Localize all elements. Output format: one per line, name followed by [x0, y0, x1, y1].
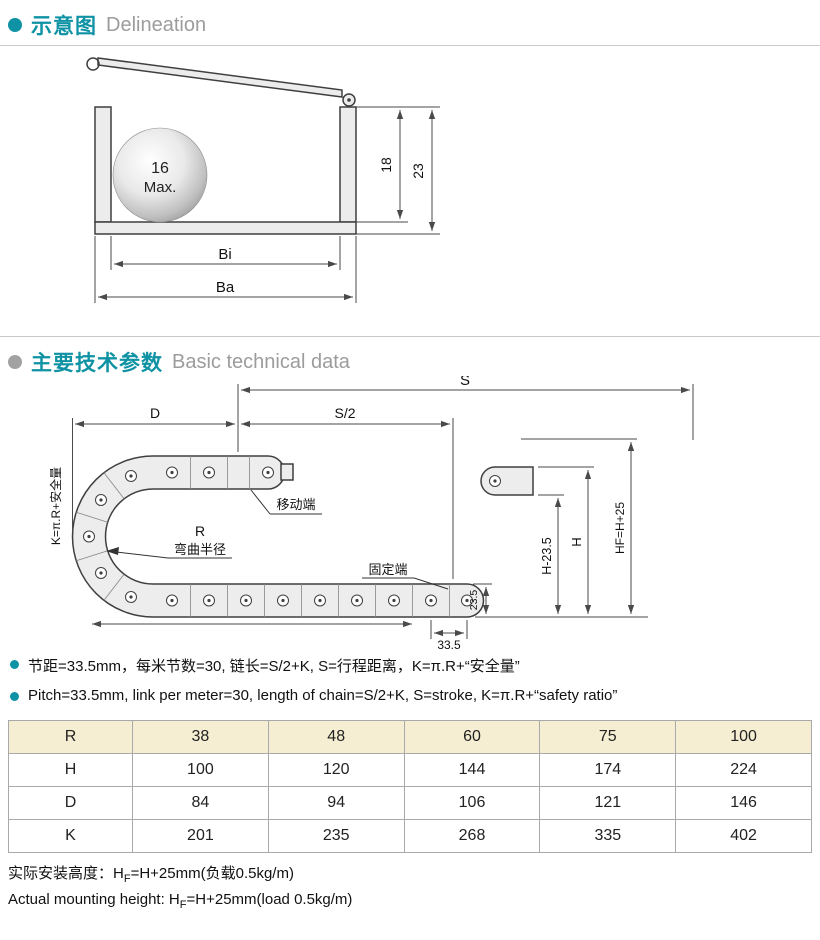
carrier-profile [86, 57, 357, 235]
table-cell: 60 [403, 720, 541, 754]
table-header-row: R 38 48 60 75 100 [8, 720, 812, 754]
dim-inner-height-label: 18 [378, 157, 394, 173]
table-cell: 224 [675, 753, 812, 787]
table-cell: 335 [539, 819, 677, 853]
dim-hf-label: HF=H+25 [613, 502, 627, 554]
table-cell: 174 [539, 753, 677, 787]
k-formula-label: K=π.R+安全量 [48, 467, 63, 545]
note-cn-text: 节距=33.5mm，每米节数=30, 链长=S/2+K, S=行程距离，K=π.… [28, 658, 520, 675]
section-title-cn: 主要技术参数 [31, 352, 163, 375]
table-cell: 94 [267, 786, 405, 820]
table-cell: 121 [539, 786, 677, 820]
moving-end-tab [280, 463, 294, 481]
table-row-label: D [8, 786, 133, 820]
chain-pins [83, 466, 501, 607]
lid-hook-icon [86, 57, 100, 71]
table-cell: 106 [403, 786, 541, 820]
table-cell: 402 [675, 819, 812, 853]
chain-body [71, 455, 534, 618]
table-cell: 48 [267, 720, 405, 754]
table-cell: 201 [132, 819, 269, 853]
dim-half-stroke-label: S/2 [334, 405, 355, 421]
divider-line [0, 336, 820, 337]
table-cell: 38 [132, 720, 269, 754]
table-row-label: H [8, 753, 133, 787]
footer-cn-sub: F [123, 873, 131, 885]
footer-en-sub: F [179, 899, 187, 911]
open-lid [97, 57, 343, 98]
table-cell: 144 [403, 753, 541, 787]
bottom-crossbar [94, 221, 357, 235]
footer-cn-prefix: 实际安装高度：H [8, 865, 124, 882]
ball-diameter-label: 16 [151, 160, 169, 177]
section-title-en: Basic technical data [172, 350, 350, 373]
section-header-delineation: 示意图 Delineation [8, 10, 206, 40]
fixed-end-label: 固定端 [368, 562, 407, 577]
note-en-text: Pitch=33.5mm, link per meter=30, length … [28, 687, 618, 704]
footer-note-en: Actual mounting height: HF=H+25mm(load 0… [8, 891, 352, 911]
fixed-end-bracket [480, 466, 534, 496]
section-title-cn: 示意图 [31, 15, 97, 38]
dimension-lines [72, 384, 694, 639]
dim-inner-width-label: Bi [218, 246, 231, 263]
dim-link-height-label: 23.5 [468, 590, 480, 611]
note-cn: 节距=33.5mm，每米节数=30, 链长=S/2+K, S=行程距离，K=π.… [10, 655, 810, 676]
section-title-en: Delineation [106, 13, 207, 36]
parameters-table: R 38 48 60 75 100 H 100 120 144 174 224 … [8, 720, 812, 853]
section-bullet-icon [8, 18, 22, 32]
table-row: D 84 94 106 121 146 [8, 786, 812, 820]
left-sidewall [94, 106, 112, 223]
footer-cn-suffix: =H+25mm(负载0.5kg/m) [130, 865, 294, 882]
radius-caption-label: 弯曲半径 [174, 542, 226, 557]
chain-link-separators [76, 456, 450, 617]
note-en: Pitch=33.5mm, link per meter=30, length … [10, 687, 810, 704]
table-cell: 84 [132, 786, 269, 820]
dim-stroke-label: S [460, 376, 470, 389]
table-cell: 235 [267, 819, 405, 853]
footer-note-cn: 实际安装高度：HF=H+25mm(负载0.5kg/m) [8, 862, 294, 885]
table-cell: 100 [675, 720, 812, 754]
moving-end-label: 移动端 [276, 497, 315, 512]
right-sidewall [339, 106, 357, 223]
dim-h-label: H [569, 537, 584, 546]
section-bullet-icon [8, 355, 22, 369]
table-cell: 75 [539, 720, 677, 754]
note-bullet-icon [10, 692, 19, 701]
dim-outer-height-label: 23 [410, 163, 426, 179]
ball-max-label: Max. [144, 179, 177, 196]
drag-chain-diagram: S D S/2 移动端 R 弯曲半径 固定端 K=π.R+安全量 23.5 33… [48, 376, 694, 652]
table-row: H 100 120 144 174 224 [8, 753, 812, 787]
dim-depth-label: D [150, 405, 160, 421]
note-bullet-icon [10, 660, 19, 669]
table-row: K 201 235 268 335 402 [8, 819, 812, 853]
table-cell: 120 [267, 753, 405, 787]
table-cell: 146 [675, 786, 812, 820]
dimension-lines [94, 106, 440, 303]
cross-section-diagram: 16 Max. 18 23 Bi Ba [86, 57, 440, 303]
dim-h-minus-label: H-23.5 [540, 537, 554, 575]
cable-ball: 16 Max. [112, 127, 208, 223]
table-cell: 268 [403, 819, 541, 853]
radius-label: R [195, 523, 205, 539]
table-row-label: R [8, 720, 133, 754]
dim-pitch-label: 33.5 [437, 638, 461, 652]
footer-en-suffix: =H+25mm(load 0.5kg/m) [186, 891, 353, 908]
footer-en-prefix: Actual mounting height: H [8, 891, 180, 908]
table-row-label: K [8, 819, 133, 853]
divider-line [0, 45, 820, 46]
chain-outline [71, 455, 485, 618]
table-cell: 100 [132, 753, 269, 787]
dim-outer-width-label: Ba [216, 279, 235, 296]
section-header-technical: 主要技术参数 Basic technical data [8, 347, 350, 377]
